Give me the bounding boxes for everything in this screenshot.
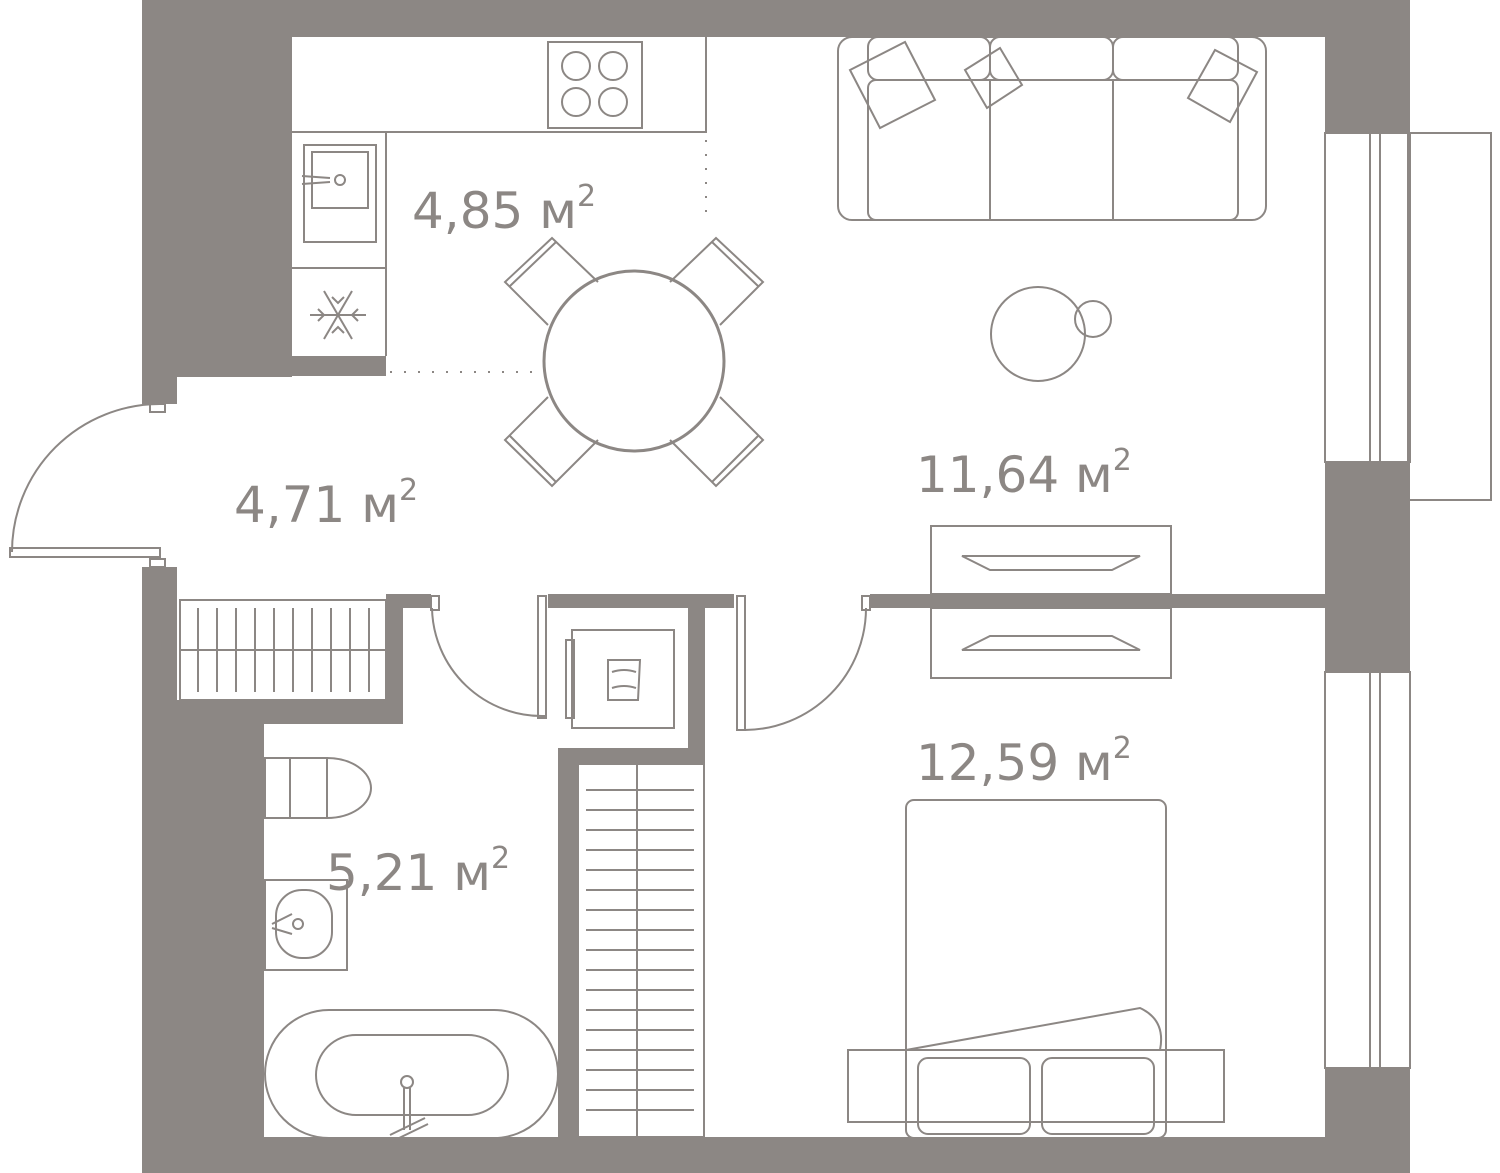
toilet-icon xyxy=(264,757,372,819)
sofa-icon xyxy=(837,36,1267,221)
walls xyxy=(142,0,1410,1173)
living-room-area-label: 11,64 м2 xyxy=(916,443,1132,504)
washbasin-icon xyxy=(264,879,348,971)
snowflake-icon xyxy=(310,290,366,340)
door-swing-icon xyxy=(430,595,871,731)
windows xyxy=(1324,132,1492,1069)
kitchen-area-label: 4,85 м2 xyxy=(412,179,596,240)
sink-icon xyxy=(301,144,377,243)
area-labels: 4,85 м2 4,71 м2 11,64 м2 5,21 м2 12,59 м… xyxy=(234,179,1132,902)
armchair-icon xyxy=(990,286,1112,382)
bedroom-area-label: 12,59 м2 xyxy=(916,731,1132,792)
door-swing-icon xyxy=(9,403,166,568)
tv-stand-icon xyxy=(930,525,1172,679)
bathtub-icon xyxy=(264,1009,559,1141)
stove-icon xyxy=(547,41,643,129)
bathroom-area-label: 5,21 м2 xyxy=(326,841,510,902)
washing-machine-icon xyxy=(565,629,675,729)
wardrobe-icon xyxy=(179,599,387,701)
kitchen-counter xyxy=(292,37,707,373)
dining-table-icon xyxy=(503,236,765,488)
bed-icon xyxy=(847,799,1225,1139)
wardrobe-icon xyxy=(577,763,705,1138)
hallway-area-label: 4,71 м2 xyxy=(234,473,418,534)
